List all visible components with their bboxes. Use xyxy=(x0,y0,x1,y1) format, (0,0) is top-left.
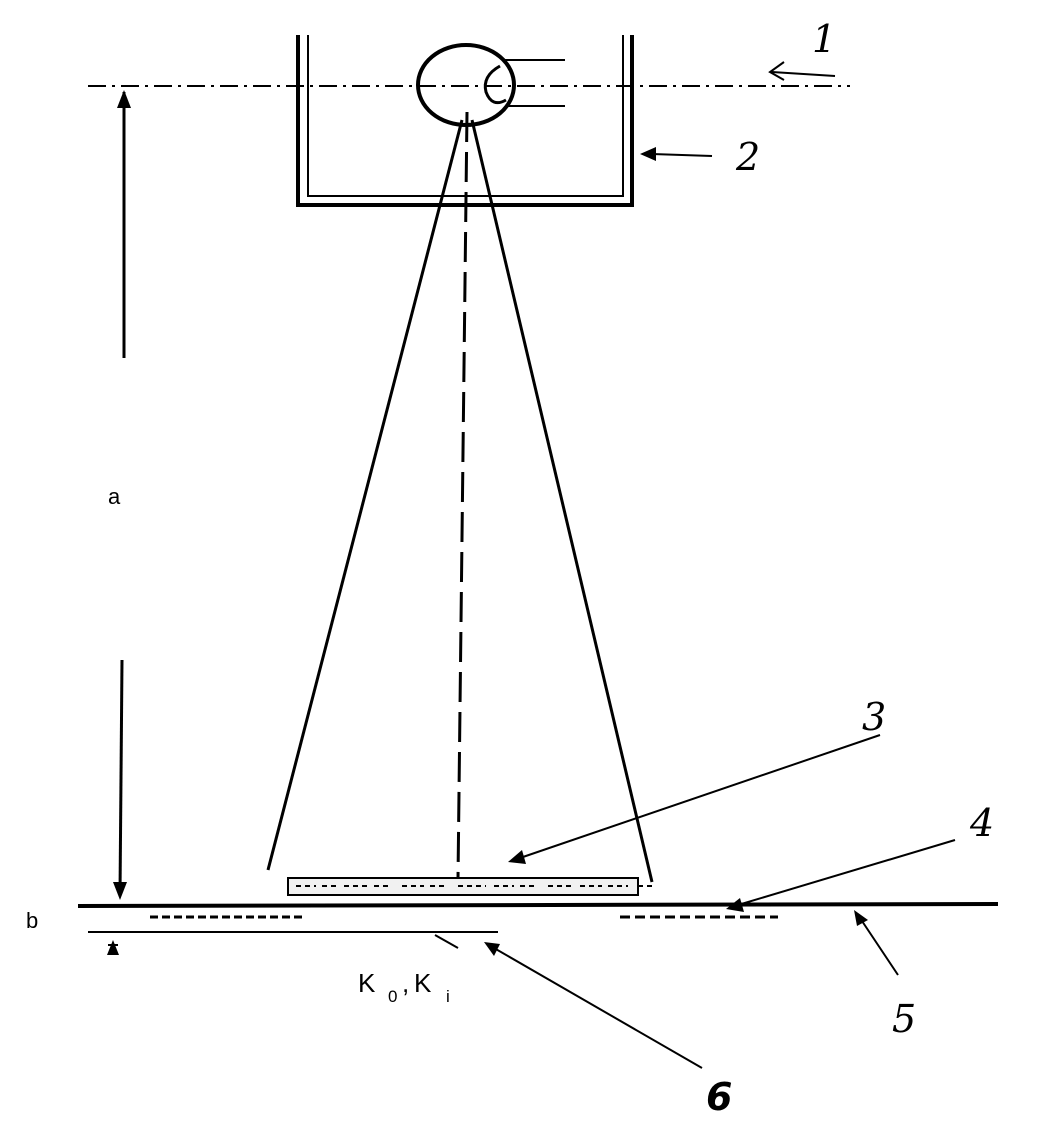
label-k-i-sub: i xyxy=(446,987,450,1006)
label-k-i: K xyxy=(414,968,432,998)
table-plane xyxy=(77,902,999,949)
label-kerma: K 0 , K i xyxy=(358,968,450,1006)
leader-lines xyxy=(484,61,956,1069)
label-part-5: 5 xyxy=(892,997,916,1041)
label-part-3: 3 xyxy=(862,695,886,739)
label-part-1: 1 xyxy=(812,17,836,61)
dimension-a xyxy=(107,90,131,955)
label-k-sep: , xyxy=(402,968,409,998)
x-ray-beam-cone xyxy=(266,111,654,883)
label-part-6: 6 xyxy=(706,1075,732,1119)
label-k-0-sub: 0 xyxy=(388,987,397,1006)
label-part-4: 4 xyxy=(969,801,994,845)
label-part-2: 2 xyxy=(735,135,760,179)
label-dimension-b: b xyxy=(26,908,38,933)
label-dimension-a: a xyxy=(108,484,121,509)
phantom-block xyxy=(287,877,656,896)
label-k-0: K xyxy=(358,968,376,998)
